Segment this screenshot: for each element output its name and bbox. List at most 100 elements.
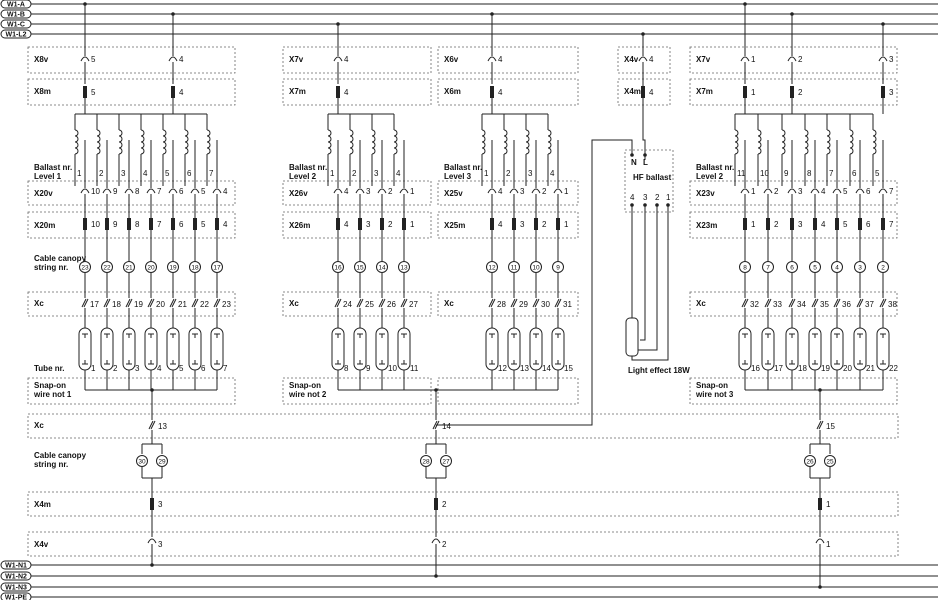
pin-number: 4	[649, 55, 654, 64]
terminal-box-v	[27, 180, 236, 206]
cable-number: 32	[750, 300, 759, 309]
pin-number: 1	[751, 220, 756, 229]
terminal-plug-icon	[105, 218, 109, 230]
ballast-level-label: Ballast nr.	[34, 163, 72, 172]
pin-number: 1	[751, 55, 756, 64]
cable-break-icon	[169, 298, 177, 308]
ballast-coil-icon	[804, 129, 809, 155]
tube-number: 12	[498, 364, 507, 373]
terminal-label: X23m	[696, 221, 717, 230]
pin-number: 5	[843, 187, 848, 196]
terminal-plug-icon	[556, 218, 560, 230]
ballast-number: 3	[528, 169, 533, 178]
pin-number: 4	[498, 187, 503, 196]
terminal-box-x4v	[27, 531, 899, 557]
tube-number: 5	[179, 364, 184, 373]
tube-number: 14	[542, 364, 551, 373]
ballast-number: 6	[852, 169, 857, 178]
pin-number: 2	[774, 220, 779, 229]
hf-wire	[640, 205, 646, 341]
terminal-label: X4m	[624, 87, 641, 96]
string-number: 12	[488, 265, 496, 272]
hf-pin-label: N	[631, 158, 637, 167]
ballast-number: 2	[99, 169, 104, 178]
terminal-plug-icon	[534, 218, 538, 230]
terminal-plug-icon	[193, 218, 197, 230]
pin-number: 2	[774, 187, 779, 196]
ballast-level-label: Level 2	[696, 172, 724, 181]
junction-dot	[643, 153, 647, 157]
cable-number: 26	[387, 300, 396, 309]
bus-label: W1-A	[7, 2, 25, 9]
pin-number: 6	[866, 220, 871, 229]
terminal-label: X26m	[289, 221, 310, 230]
string-number-circle	[136, 455, 148, 467]
terminal-fork-icon	[878, 56, 888, 62]
terminal-plug-icon	[881, 218, 885, 230]
string-number-circle	[376, 261, 388, 273]
terminal-fork-icon	[638, 56, 648, 62]
pin-number: 5	[91, 55, 96, 64]
string-number: 7	[766, 265, 770, 272]
cable-number: 20	[156, 300, 165, 309]
string-number: 19	[169, 265, 177, 272]
string-number: 5	[813, 265, 817, 272]
terminal-label: X20m	[34, 221, 55, 230]
string-number: 18	[191, 265, 199, 272]
ballast-coil-icon	[206, 129, 211, 155]
cable-canopy-label: Cable canopy	[34, 451, 87, 460]
string-number-circle	[211, 261, 223, 273]
tube-number: 20	[843, 364, 852, 373]
string-number-circle	[786, 261, 798, 273]
terminal-plug-icon	[881, 86, 885, 98]
terminal-box-top-v	[27, 46, 236, 74]
pin-number: 10	[91, 187, 100, 196]
ballast-number: 5	[165, 169, 170, 178]
terminal-box-top-m	[617, 78, 671, 106]
string-number-circle	[101, 261, 113, 273]
terminal-label: X8m	[34, 87, 51, 96]
terminal-plug-icon	[171, 86, 175, 98]
cable-canopy-label: Cable canopy	[34, 254, 87, 263]
terminal-fork-icon	[102, 188, 112, 194]
hf-feed-wire	[642, 98, 646, 160]
string-number-circle	[762, 261, 774, 273]
terminal-label: Xc	[444, 299, 454, 308]
terminal-fork-icon	[487, 56, 497, 62]
ballast-level-label: Level 3	[444, 172, 472, 181]
terminal-fork-icon	[80, 56, 90, 62]
pin-number: 3	[366, 187, 371, 196]
terminal-label: X4v	[624, 55, 639, 64]
terminal-box-snap	[437, 377, 579, 405]
bus-label: W1-PE	[5, 595, 28, 600]
string-number: 27	[442, 459, 450, 466]
ballast-number: 6	[187, 169, 192, 178]
pin-number: 3	[889, 88, 894, 97]
cable-break-icon	[833, 298, 841, 308]
ballast-number: 4	[550, 169, 555, 178]
tube-number: 18	[798, 364, 807, 373]
ballast-coil-icon	[96, 129, 101, 155]
pin-number: 5	[201, 187, 206, 196]
terminal-box-snap	[282, 377, 432, 405]
terminal-label: X25v	[444, 189, 463, 198]
pin-number: 4	[344, 55, 349, 64]
terminal-box-top-m	[689, 78, 898, 106]
string-number: 16	[334, 265, 342, 272]
tube-number: 6	[201, 364, 206, 373]
cable-number: 19	[134, 300, 143, 309]
string-number-circle	[156, 455, 168, 467]
terminal-label: X25m	[444, 221, 465, 230]
ballast-number: 4	[396, 169, 401, 178]
pin-number: 2	[542, 220, 547, 229]
terminal-plug-icon	[380, 218, 384, 230]
cable-canopy-label: string nr.	[34, 460, 68, 469]
terminal-fork-icon	[168, 188, 178, 194]
pin-number: 2	[388, 220, 393, 229]
cable-break-icon	[764, 298, 772, 308]
cable-break-icon	[811, 298, 819, 308]
string-number-circle	[530, 261, 542, 273]
string-number-circle	[398, 261, 410, 273]
pin-number: 7	[157, 187, 162, 196]
